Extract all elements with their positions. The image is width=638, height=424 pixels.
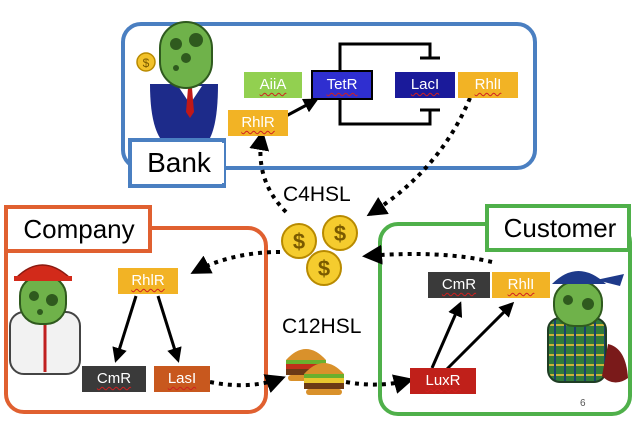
coins-to-company-rhlr-flow <box>190 250 281 274</box>
customer-luxr-to-cmr-arrow <box>430 301 463 369</box>
customer-rhli-gene: RhlI <box>492 272 550 298</box>
company-cmr-gene: CmR <box>82 366 146 392</box>
rhlr-to-tetr-arrow <box>285 98 319 118</box>
svg-text:$: $ <box>334 221 346 246</box>
customer-label: Customer <box>493 208 627 248</box>
coins-icon: $ $ $ <box>281 215 358 286</box>
bank-label: Bank <box>134 143 224 183</box>
coins-to-bank-rhlr-flow <box>249 130 288 214</box>
company-rhlr-to-lasi-arrow <box>156 295 182 363</box>
burger-icon <box>286 349 344 395</box>
bank-rhli-to-coins-flow <box>366 97 472 217</box>
bank-tetr-gene: TetR <box>311 70 373 100</box>
company-lasi-to-burger-flow <box>209 374 286 393</box>
banker-bacterium-icon: $ <box>136 21 218 138</box>
c4hsl-label: C4HSL <box>283 183 351 206</box>
company-rhlr-to-cmr-arrow <box>112 295 138 363</box>
company-rhlr-gene: RhlR <box>118 268 178 294</box>
customer-rhli-to-coins-flow <box>362 244 493 265</box>
customer-luxr-to-rhli-arrow <box>444 301 515 372</box>
bank-laci-gene: LacI <box>395 72 455 98</box>
customer-cmr-gene: CmR <box>428 272 490 298</box>
bank-repression-circuit <box>338 42 440 126</box>
c12hsl-label: C12HSL <box>282 315 362 338</box>
bank-rhli-gene: RhlI <box>458 72 518 98</box>
svg-text:$: $ <box>318 256 330 281</box>
svg-text:$: $ <box>143 56 150 70</box>
company-label: Company <box>12 209 146 249</box>
worker-bacterium-icon <box>9 264 81 375</box>
bank-panel <box>121 22 537 170</box>
bank-rhlr-gene: RhlR <box>228 110 288 136</box>
customer-bacterium-icon <box>547 271 628 383</box>
page-number: 6 <box>580 398 586 409</box>
company-lasi-gene: LasI <box>154 366 210 392</box>
bank-aiia-gene: AiiA <box>244 72 302 98</box>
customer-luxr-gene: LuxR <box>410 368 476 394</box>
svg-text:$: $ <box>293 229 305 254</box>
